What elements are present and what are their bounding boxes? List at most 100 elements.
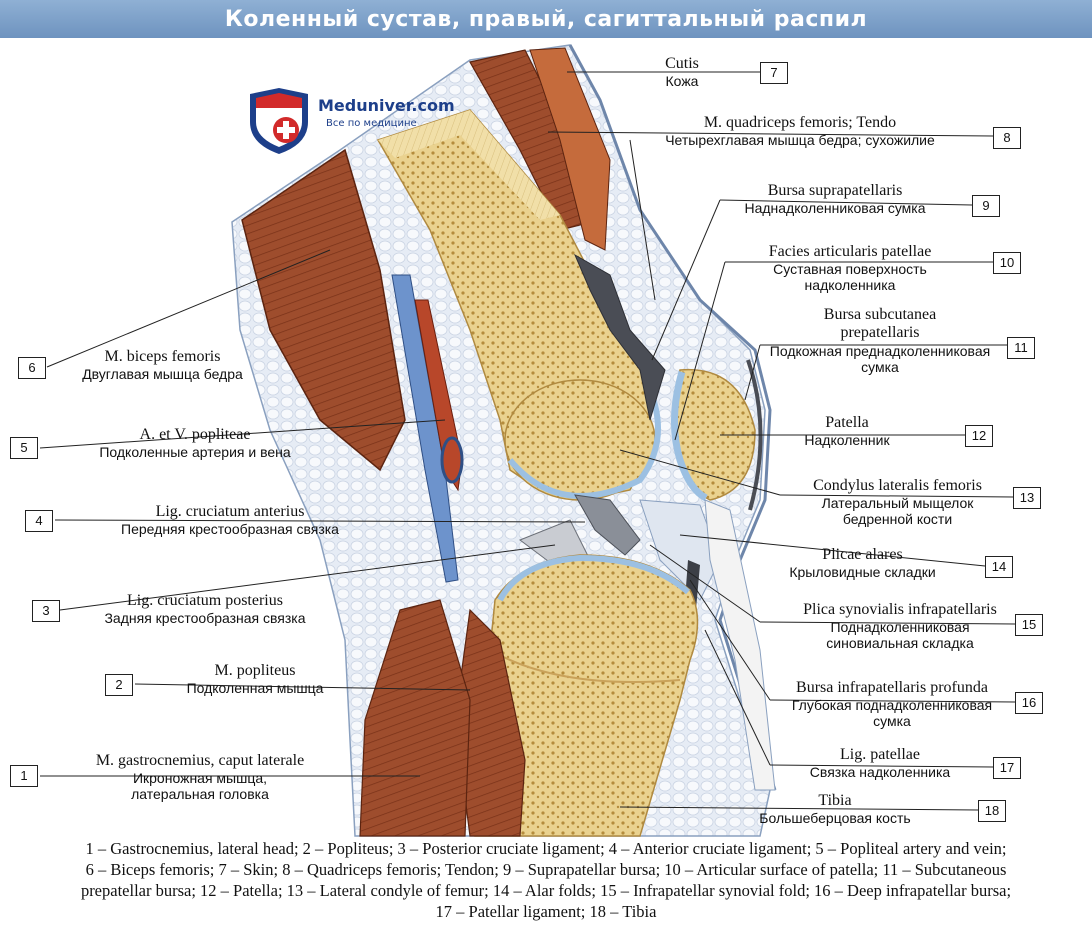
label-tibia: Tibia Большеберцовая кость (730, 792, 940, 826)
label-anterior-cruciate: Lig. cruciatum anterius Передняя крестоо… (80, 503, 380, 537)
label-suprapatellar-bursa: Bursa suprapatellaris Наднадколенниковая… (715, 182, 955, 216)
label-patellar-ligament-rus: Связка надколенника (809, 764, 951, 781)
label-number-17: 17 (993, 757, 1021, 779)
label-prepatellar-bursa: Bursa subcutanea prepatellaris Подкожная… (760, 306, 1000, 375)
label-suprapatellar-bursa-rus: Наднадколенниковая сумка (744, 200, 926, 217)
femoral-cartilage (507, 388, 661, 499)
label-number-13: 13 (1013, 487, 1041, 509)
label-patellar-ligament: Lig. patellae Связка надколенника (780, 746, 980, 780)
logo-name: Meduniver.com (318, 96, 455, 115)
legend-line-3: prepatellar bursa; 12 – Patella; 13 – La… (80, 881, 1012, 900)
femur-cortex (378, 110, 560, 220)
label-cutis-rus: Кожа (665, 73, 699, 90)
label-suprapatellar-bursa-lat: Bursa suprapatellaris (767, 182, 903, 199)
label-alar-folds: Plicae alares Крыловидные складки (770, 546, 955, 580)
label-patella: Patella Надколенник (782, 414, 912, 448)
label-quadriceps: M. quadriceps femoris; Tendo Четырехглав… (630, 114, 970, 148)
label-tibia-rus: Большеберцовая кость (759, 810, 911, 827)
label-infrapatellar-fold-rus: Поднадколенниковая синовиальная складка (826, 619, 974, 652)
label-popliteus-rus: Подколенная мышца (186, 680, 324, 697)
label-number-5: 5 (10, 437, 38, 459)
label-gastrocnemius-lat: M. gastrocnemius, caput laterale (95, 752, 305, 769)
title-bar: Коленный сустав, правый, сагиттальный ра… (0, 0, 1092, 38)
label-cutis-lat: Cutis (665, 55, 699, 72)
label-number-16: 16 (1015, 692, 1043, 714)
label-infrapatellar-fold-lat: Plica synovialis infrapatellaris (803, 601, 997, 618)
label-patellar-ligament-lat: Lig. patellae (840, 746, 920, 763)
patellar-cartilage (671, 371, 708, 502)
label-prepatellar-bursa-rus: Подкожная преднадколенниковая сумка (769, 342, 991, 375)
label-quadriceps-lat: M. quadriceps femoris; Tendo (703, 114, 897, 131)
label-popliteal-vessels: A. et V. popliteae Подколенные артерия и… (60, 426, 330, 460)
label-infrapatellar-fold: Plica synovialis infrapatellaris Поднадк… (770, 601, 1030, 652)
label-cutis: Cutis Кожа (630, 55, 734, 89)
label-popliteal-vessels-lat: A. et V. popliteae (139, 426, 251, 443)
label-facies-articularis-lat: Facies articularis patellae (768, 243, 932, 260)
figure-legend: 1 – Gastrocnemius, lateral head; 2 – Pop… (0, 838, 1092, 922)
label-lateral-condyle-rus: Латеральный мыщелок бедренной кости (821, 495, 974, 528)
quadriceps-tendon (529, 47, 611, 251)
label-number-9: 9 (972, 195, 1000, 217)
page-title: Коленный сустав, правый, сагиттальный ра… (224, 6, 868, 32)
label-posterior-cruciate-lat: Lig. cruciatum posterius (127, 592, 283, 609)
legend-line-1: 1 – Gastrocnemius, lateral head; 2 – Pop… (85, 839, 1007, 858)
legend-line-4: 17 – Patellar ligament; 18 – Tibia (435, 902, 657, 921)
label-lateral-condyle-lat: Condylus lateralis femoris (813, 477, 982, 494)
label-gastrocnemius-rus: Икроножная мышца, латеральная головка (131, 770, 269, 803)
label-number-1: 1 (10, 765, 38, 787)
label-patella-lat: Patella (825, 414, 869, 431)
label-anterior-cruciate-lat: Lig. cruciatum anterius (155, 503, 305, 520)
label-prepatellar-bursa-lat: Bursa subcutanea prepatellaris (823, 306, 937, 342)
label-popliteus-lat: M. popliteus (214, 662, 296, 679)
label-deep-infrapatellar-bursa: Bursa infrapatellaris profunda Глубокая … (772, 679, 1012, 730)
label-number-14: 14 (985, 556, 1013, 578)
label-number-2: 2 (105, 674, 133, 696)
suprapatellar-bursa (573, 253, 666, 421)
knee-sagittal-illustration (39, 44, 1016, 837)
shield-cross-icon (250, 88, 308, 154)
tibial-cartilage (497, 554, 690, 602)
label-deep-infrapatellar-bursa-lat: Bursa infrapatellaris profunda (796, 679, 988, 696)
label-number-4: 4 (25, 510, 53, 532)
legend-line-2: 6 – Biceps femoris; 7 – Skin; 8 – Quadri… (85, 860, 1007, 879)
label-popliteal-vessels-rus: Подколенные артерия и вена (99, 444, 291, 461)
popliteal-vein (391, 274, 459, 583)
label-posterior-cruciate: Lig. cruciatum posterius Задняя крестооб… (70, 592, 340, 626)
label-number-3: 3 (32, 600, 60, 622)
label-biceps-femoris-rus: Двуглавая мышца бедра (82, 366, 243, 383)
skin-edge (568, 44, 777, 791)
label-facies-articularis-rus: Суставная поверхность надколенника (773, 261, 927, 294)
epiphyseal-line (489, 649, 681, 683)
label-alar-folds-lat: Plicae alares (822, 546, 903, 563)
label-facies-articularis: Facies articularis patellae Суставная по… (735, 243, 965, 294)
label-number-7: 7 (760, 62, 788, 84)
label-lateral-condyle: Condylus lateralis femoris Латеральный м… (785, 477, 1010, 528)
label-number-18: 18 (978, 800, 1006, 822)
label-number-6: 6 (18, 357, 46, 379)
logo-tagline: Все по медицине (326, 118, 417, 129)
prepatellar-bursa (746, 359, 763, 511)
label-gastrocnemius: M. gastrocnemius, caput laterale Икронож… (50, 752, 350, 803)
label-patella-rus: Надколенник (804, 432, 890, 449)
label-biceps-femoris: M. biceps femoris Двуглавая мышца бедра (50, 348, 275, 382)
label-deep-infrapatellar-bursa-rus: Глубокая поднадколенниковая сумка (791, 697, 993, 730)
label-anterior-cruciate-rus: Передняя крестообразная связка (121, 521, 339, 538)
label-number-8: 8 (993, 127, 1021, 149)
label-number-10: 10 (993, 252, 1021, 274)
label-biceps-femoris-lat: M. biceps femoris (104, 348, 221, 365)
label-tibia-lat: Tibia (818, 792, 852, 809)
label-number-11: 11 (1007, 337, 1035, 359)
gastrocnemius-muscle (359, 599, 471, 837)
meduniver-logo: Meduniver.com Все по медицине (246, 86, 461, 156)
anterior-cruciate-ligament (574, 494, 641, 556)
label-number-12: 12 (965, 425, 993, 447)
leader-lines (39, 71, 1016, 811)
patellar-ligament (704, 499, 776, 791)
label-popliteus: M. popliteus Подколенная мышца (150, 662, 360, 696)
label-quadriceps-rus: Четырехглавая мышца бедра; сухожилие (665, 132, 935, 149)
popliteal-vessel-section (440, 436, 464, 484)
label-number-15: 15 (1015, 614, 1043, 636)
label-posterior-cruciate-rus: Задняя крестообразная связка (104, 610, 306, 627)
biceps-femoris-muscle (241, 148, 406, 472)
label-alar-folds-rus: Крыловидные складки (789, 564, 936, 581)
